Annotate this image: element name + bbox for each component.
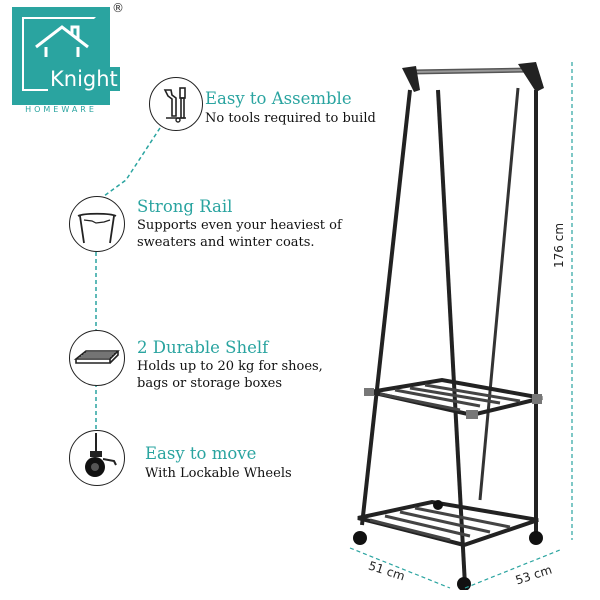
feature-desc-assemble: No tools required to build	[205, 111, 376, 126]
house-icon	[35, 25, 89, 57]
feature-desc-rail: Supports even your heaviest of sweaters …	[137, 218, 342, 250]
feature-title-move: Easy to move	[145, 444, 257, 463]
wrench-screwdriver-icon	[149, 77, 203, 131]
feature-title-rail: Strong Rail	[137, 197, 233, 216]
brand-name: Knight	[48, 67, 120, 91]
wheel-icon	[69, 430, 125, 486]
feature-title-assemble: Easy to Assemble	[205, 89, 352, 108]
clothes-rack-image	[353, 62, 544, 590]
rail-icon	[69, 196, 125, 252]
brand-logo: Knight	[12, 7, 120, 105]
shelf-icon	[69, 330, 125, 386]
brand-subtitle: HOMEWARE	[25, 105, 97, 114]
height-dimension: 176 cm	[552, 222, 566, 268]
feature-title-shelf: 2 Durable Shelf	[137, 338, 269, 357]
registered-mark: ®	[112, 1, 124, 15]
feature-desc-shelf: Holds up to 20 kg for shoes, bags or sto…	[137, 359, 323, 391]
feature-desc-move: With Lockable Wheels	[145, 466, 292, 481]
